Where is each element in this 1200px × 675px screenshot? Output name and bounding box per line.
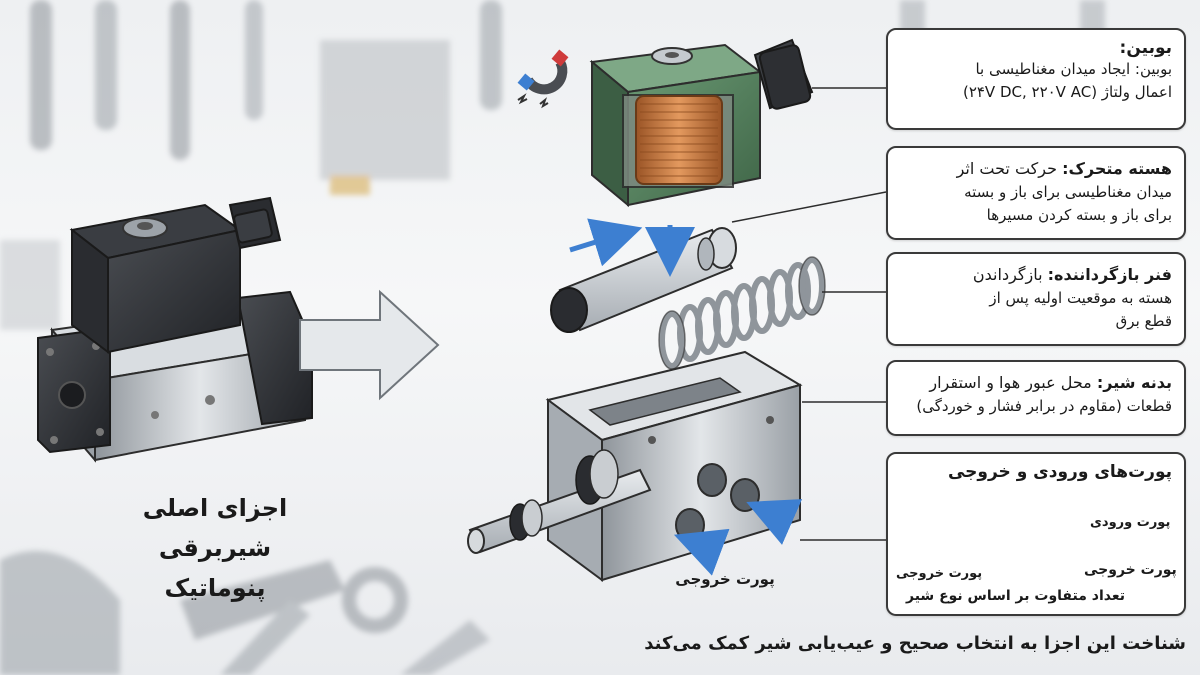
callout-body-line1: بدنه شیر: محل عبور هوا و استقرار <box>898 370 1172 395</box>
port-inlet-label: پورت ورودی <box>1090 515 1171 530</box>
callout-body-line1-text: محل عبور هوا و استقرار <box>929 373 1097 392</box>
leader-line-plunger <box>731 191 887 223</box>
callout-spring-title: فنر بازگرداننده: <box>1047 265 1172 284</box>
callout-body-title: بدنه شیر: <box>1096 373 1172 392</box>
callout-coil-title: بوبین: <box>1119 38 1172 58</box>
diagram-outlet-label: پورت خروجی <box>675 570 775 588</box>
callout-spring-line1-text: بازگرداندن <box>972 265 1048 284</box>
port-outlet-label-b: پورت خروجی <box>896 566 983 581</box>
callout-spring-line1: فنر بازگرداننده: بازگرداندن <box>898 262 1172 287</box>
callout-coil-line1: بوبین: ایجاد میدان مغناطیسی با <box>975 60 1172 78</box>
flow-arrow <box>673 528 730 576</box>
callout-coil-line2: اعمال ولتاژ (۲۴V DC, ۲۲۰V AC) <box>962 83 1172 101</box>
callout-spring: فنر بازگرداننده: بازگرداندن هسته به موقع… <box>886 252 1186 346</box>
callout-plunger: هسته متحرک: حرکت تحت اثر میدان مغناطیسی … <box>886 146 1186 240</box>
main-title-line2: پنوماتیک <box>164 574 266 602</box>
callout-valve-body: بدنه شیر: محل عبور هوا و استقرار قطعات (… <box>886 360 1186 436</box>
callout-ports: پورت‌های ورودی و خروجی <box>886 452 1186 616</box>
flow-arrow <box>746 499 803 545</box>
coil-illustration <box>589 38 814 208</box>
callout-plunger-line1: هسته متحرک: حرکت تحت اثر <box>898 156 1172 181</box>
callout-coil: بوبین: بوبین: ایجاد میدان مغناطیسی با اع… <box>886 28 1186 130</box>
callout-plunger-title: هسته متحرک: <box>1062 159 1172 178</box>
callout-spring-line2: هسته به موقعیت اولیه پس از <box>989 289 1172 307</box>
callout-body-line2: قطعات (مقاوم در برابر فشار و خوردگی) <box>916 397 1172 415</box>
plunger-illustration <box>550 227 737 333</box>
motion-arrow <box>569 218 643 267</box>
valve-body-illustration <box>467 350 803 582</box>
spring-illustration <box>659 257 825 369</box>
port-outlet-label-a: پورت خروجی <box>1084 562 1177 578</box>
callout-spring-line3: قطع برق <box>1115 312 1172 330</box>
footer-note: شناخت این اجزا به انتخاب صحیح و عیب‌یابی… <box>644 633 1186 654</box>
callout-plunger-line3: برای باز و بسته کردن مسیرها <box>986 206 1172 224</box>
magnet-icon <box>517 49 569 109</box>
main-title: اجزای اصلی شیربرقی پنوماتیک <box>95 488 335 608</box>
main-title-line1: اجزای اصلی شیربرقی <box>142 494 288 562</box>
callout-ports-title: پورت‌های ورودی و خروجی <box>947 462 1172 482</box>
callout-plunger-line2: میدان مغناطیسی برای باز و بسته <box>964 183 1172 201</box>
port-count-note: تعداد متفاوت بر اساس نوع شیر <box>906 588 1125 604</box>
callout-plunger-line1-text: حرکت تحت اثر <box>956 159 1063 178</box>
